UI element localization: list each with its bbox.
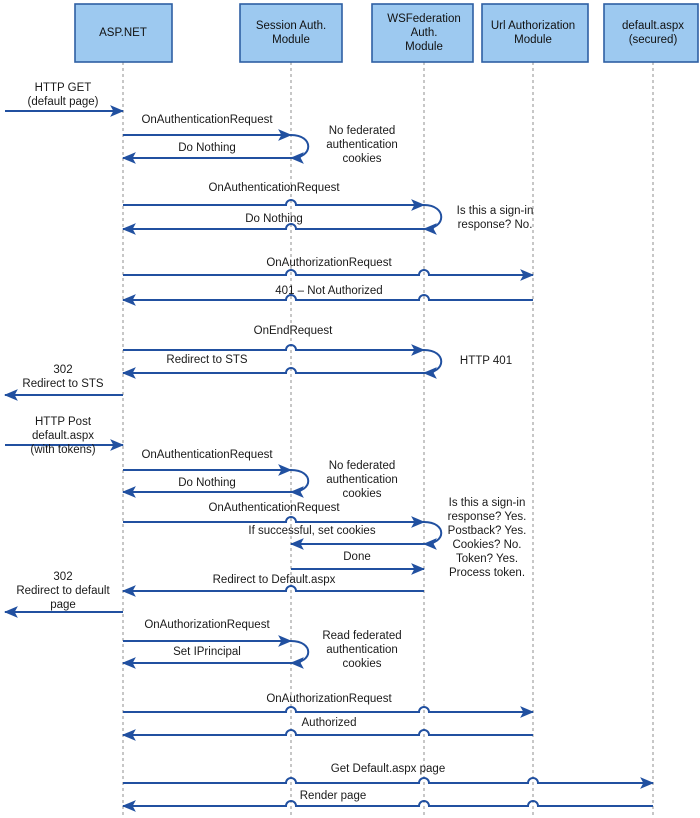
message-label-m2: OnAuthenticationRequest [141,114,273,126]
message-m7: 401 – Not Authorized [121,285,533,306]
message-label-m8: OnEndRequest [254,325,333,337]
message-arrow-m9 [121,367,424,379]
message-label-m12: OnAuthenticationRequest [141,449,273,461]
message-label-m17: Redirect to Default.aspx [213,574,336,586]
message-m12: OnAuthenticationRequest [123,449,293,476]
message-m16: Done [291,551,426,575]
message-arrow-m7 [121,294,533,306]
message-m2: OnAuthenticationRequest [123,114,293,141]
message-label-m22: Authorized [302,717,357,729]
message-label-m15: If successful, set cookies [248,525,375,537]
participant-label-page: default.aspx(secured) [622,20,684,46]
message-label-m19: OnAuthorizationRequest [144,619,270,631]
message-m22: Authorized [121,717,533,741]
message-label-m14: OnAuthenticationRequest [208,502,340,514]
message-m5: Do Nothing [121,213,424,235]
message-label-m6: OnAuthorizationRequest [266,257,392,269]
message-m14: OnAuthenticationRequest [123,502,426,528]
message-m3: Do Nothing [121,142,291,164]
message-arrow-m22 [121,729,533,741]
message-label-m3: Do Nothing [178,142,236,154]
message-m1: HTTP GET(default page) [5,82,125,117]
message-m24: Render page [121,790,653,812]
participant-box-rect-page [603,3,699,63]
message-m17: Redirect to Default.aspx [121,574,424,597]
message-m8: OnEndRequest [123,325,426,356]
participant-box-page[interactable]: default.aspx(secured) [603,3,699,63]
message-m20: Set IPrincipal [121,646,291,669]
participant-box-session[interactable]: Session Auth.Module [239,3,343,63]
message-label-m21: OnAuthorizationRequest [266,693,392,705]
message-label-m13: Do Nothing [178,477,236,489]
message-m9: Redirect to STS [121,354,424,379]
message-label-m24: Render page [300,790,367,802]
message-arrow-m4 [123,199,426,211]
message-m23: Get Default.aspx page [123,763,655,789]
message-m4: OnAuthenticationRequest [123,182,426,211]
self-loop-arc-n4 [289,469,310,498]
message-arrow-m14 [123,516,426,528]
external-label-m1: HTTP GET(default page) [28,82,99,108]
participant-box-rect-session [239,3,343,63]
message-arrow-m17 [121,585,424,597]
message-label-m16: Done [343,551,371,563]
message-m13: Do Nothing [121,477,291,498]
message-arrow-m23 [123,777,655,789]
participant-label-session: Session Auth.Module [256,20,326,46]
self-loop-arc-n6 [289,640,310,669]
message-label-m5: Do Nothing [245,213,303,225]
message-label-m20: Set IPrincipal [173,646,241,658]
message-m15: If successful, set cookies [248,525,424,550]
participant-box-rect-wsfed [371,3,474,63]
message-m21: OnAuthorizationRequest [123,693,535,718]
participant-box-rect-urlauth [481,3,589,63]
message-label-m7: 401 – Not Authorized [275,285,382,297]
message-label-m4: OnAuthenticationRequest [208,182,340,194]
messages-group: HTTP GET(default page) OnAuthenticationRe… [3,82,655,812]
self-loop-arc-n3 [422,349,443,379]
participant-label-aspnet: ASP.NET [99,27,147,39]
message-n3: HTTP 401 [422,349,512,379]
message-arrow-m8 [123,344,426,356]
message-label-m9: Redirect to STS [166,354,247,366]
self-loop-arc-n2 [422,204,443,235]
self-loop-arc-n1 [289,134,310,164]
message-m19: OnAuthorizationRequest [123,619,293,647]
self-loop-arc-n5 [422,521,443,550]
note-label-n3: HTTP 401 [460,355,512,367]
message-label-m23: Get Default.aspx page [331,763,445,775]
participant-box-aspnet[interactable]: ASP.NET [74,3,173,63]
message-m6: OnAuthorizationRequest [123,257,535,281]
message-arrow-m24 [121,800,653,812]
message-arrow-m5 [121,223,424,235]
message-arrow-m21 [123,706,535,718]
message-arrow-m6 [123,269,535,281]
participant-box-rect-aspnet [74,3,173,63]
